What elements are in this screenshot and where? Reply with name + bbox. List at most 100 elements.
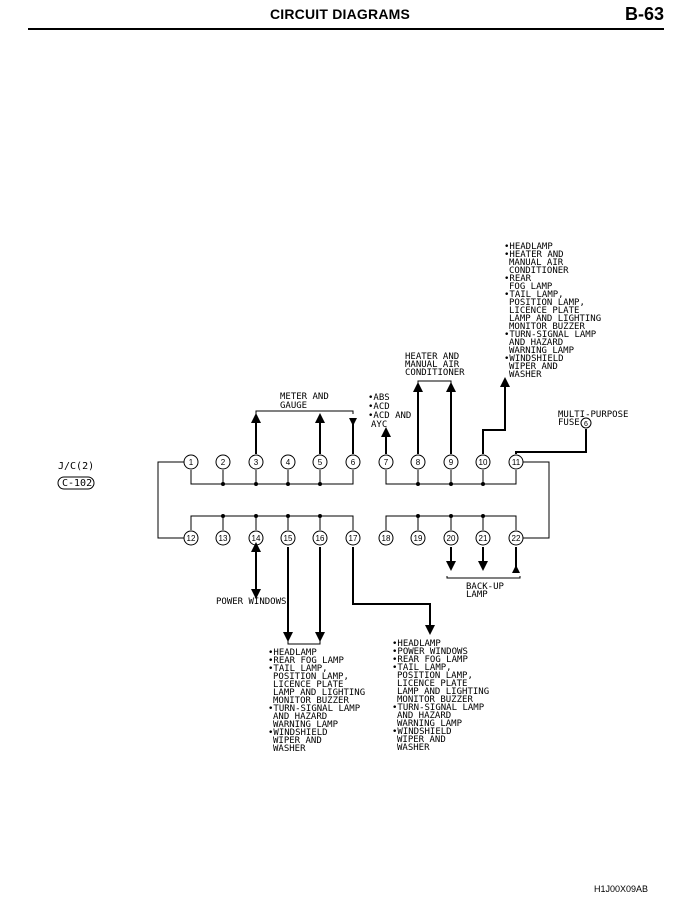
pin-circle [345, 454, 361, 470]
label-line: MONITOR BUZZER [397, 695, 473, 705]
label-line: •WINDSHIELD [504, 354, 564, 364]
pin-number: 17 [349, 534, 358, 543]
label-line: •TAIL LAMP, [392, 663, 452, 673]
label-line: •TAIL LAMP, [268, 664, 328, 674]
label-line: WARNING LAMP [509, 346, 575, 356]
label-line: AND HAZARD [273, 712, 327, 722]
pin-number: 18 [382, 534, 391, 543]
label-line: •ACD AND [368, 411, 411, 421]
label-line: BACK-UP [466, 582, 505, 592]
pin-circle [443, 530, 459, 546]
label-line: MULTI-PURPOSE [558, 410, 628, 420]
pin-number: 20 [447, 534, 456, 543]
pin-number: 22 [512, 534, 521, 543]
pin-circle [410, 454, 426, 470]
pin-circle [378, 454, 394, 470]
label-line: MONITOR BUZZER [273, 696, 349, 706]
pin-circle [410, 530, 426, 546]
pin-number: 16 [316, 534, 325, 543]
pin-circle [312, 530, 328, 546]
label-line: •REAR FOG LAMP [268, 656, 344, 666]
pin-number: 4 [286, 458, 291, 467]
label-line: GAUGE [280, 401, 307, 411]
label-line: •WINDSHIELD [268, 728, 328, 738]
label-line: •HEADLAMP [504, 242, 553, 252]
label-line: WASHER [397, 743, 430, 753]
bottom-right-destination-list: •HEADLAMP•POWER WINDOWS•REAR FOG LAMP•TA… [392, 639, 489, 753]
label-line: FUSE [558, 418, 580, 428]
label-line: WASHER [273, 744, 306, 754]
pin-circle [280, 530, 296, 546]
pin-number: 9 [449, 458, 454, 467]
pin-circle [280, 454, 296, 470]
label-line: POSITION LAMP, [397, 671, 473, 681]
pin-circle [475, 530, 491, 546]
pin-number: 8 [416, 458, 421, 467]
label-line: •POWER WINDOWS [392, 647, 468, 657]
pin-number: 19 [414, 534, 423, 543]
connector-code: C-102 [62, 478, 92, 489]
pin-number: 14 [252, 534, 261, 543]
pin-circle [183, 454, 199, 470]
label-line: •REAR [504, 274, 532, 284]
pin-number: 13 [219, 534, 228, 543]
label-line: METER AND [280, 392, 329, 402]
label-line: •TAIL LAMP, [504, 290, 564, 300]
pin-circle [378, 530, 394, 546]
page-number: B-63 [624, 4, 664, 24]
label-line: •ABS [368, 393, 390, 403]
label-line: LICENCE PLATE [509, 306, 579, 316]
header-rule [28, 28, 664, 30]
label-line: POSITION LAMP, [273, 672, 349, 682]
pin-number: 1 [189, 458, 194, 467]
pin-number: 7 [384, 458, 389, 467]
pin-circle [475, 454, 491, 470]
figure-code: H1J00X09AB [593, 884, 648, 894]
label-line: HEATER AND [405, 352, 459, 362]
label-line: •TURN-SIGNAL LAMP [392, 703, 485, 713]
label-line: MANUAL AIR [405, 360, 460, 370]
label-line: •ACD [368, 402, 390, 412]
pin-number: 10 [479, 458, 488, 467]
pin-circle [248, 454, 264, 470]
label-line: •TURN-SIGNAL LAMP [504, 330, 597, 340]
pin-circle [183, 530, 199, 546]
pin-number: 12 [187, 534, 196, 543]
label-line: LAMP AND LIGHTING [273, 688, 365, 698]
label-line: LICENCE PLATE [273, 680, 343, 690]
pin-number: 5 [318, 458, 323, 467]
label-line: AND HAZARD [509, 338, 563, 348]
label-line: WARNING LAMP [397, 719, 463, 729]
power-windows-label: POWER WINDOWS [216, 597, 286, 607]
label-line: LAMP AND LIGHTING [397, 687, 489, 697]
pin-circle [215, 530, 231, 546]
label-line: WIPER AND [509, 362, 558, 372]
label-line: LAMP [466, 590, 488, 600]
bottom-left-destination-list: •HEADLAMP•REAR FOG LAMP•TAIL LAMP,POSITI… [268, 648, 365, 754]
pin-circle [508, 454, 524, 470]
pin-number: 6 [351, 458, 356, 467]
pin-circle [345, 530, 361, 546]
pin-number: 11 [512, 458, 521, 467]
fuse-number: 6 [584, 421, 588, 428]
pin-circle [312, 454, 328, 470]
page-title: CIRCUIT DIAGRAMS [269, 6, 411, 22]
pin-circle [443, 454, 459, 470]
label-line: MANUAL AIR [509, 258, 564, 268]
label-line: WASHER [509, 370, 542, 380]
label-line: LICENCE PLATE [397, 679, 467, 689]
label-line: POSITION LAMP, [509, 298, 585, 308]
label-line: AYC [371, 420, 387, 430]
pin-number: 3 [254, 458, 259, 467]
connector-code-frame [57, 476, 95, 490]
label-line: •HEADLAMP [392, 639, 441, 649]
label-line: WARNING LAMP [273, 720, 339, 730]
pin-number: 2 [221, 458, 226, 467]
pin-number: 15 [284, 534, 293, 543]
